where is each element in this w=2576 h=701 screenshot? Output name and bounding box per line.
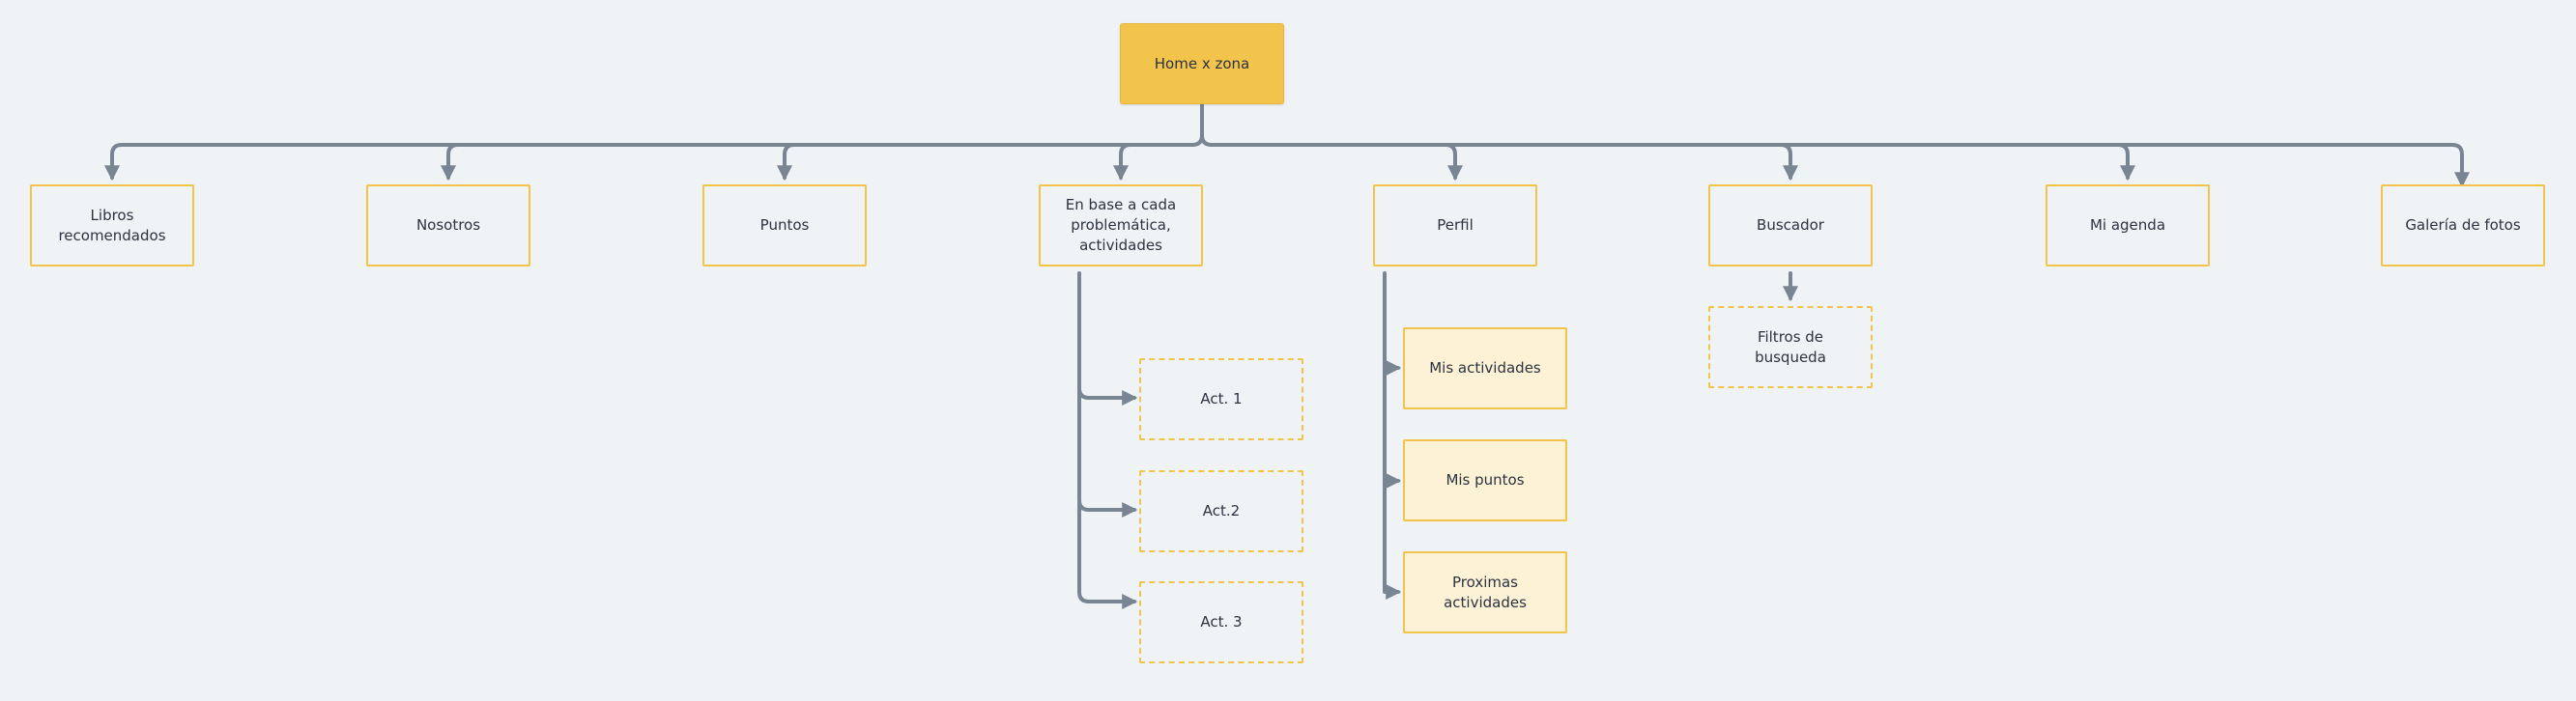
node-act-2[interactable]: Act.2	[1139, 470, 1303, 552]
connector-to-mis-actividades	[1383, 271, 1402, 376]
connector-to-mis-puntos	[1383, 366, 1402, 489]
connector-root-to-puntos	[777, 143, 796, 182]
node-proximas-actividades[interactable]: Proximas actividades	[1403, 551, 1567, 633]
node-perfil[interactable]: Perfil	[1373, 184, 1537, 266]
node-mis-puntos[interactable]: Mis puntos	[1403, 439, 1567, 521]
connector-to-act1	[1077, 271, 1138, 406]
connector-to-act2	[1077, 386, 1138, 518]
node-filtros-de-busqueda[interactable]: Filtros de busqueda	[1708, 306, 1873, 388]
connector-root-to-nosotros	[441, 143, 460, 182]
node-act-3[interactable]: Act. 3	[1139, 581, 1303, 663]
connector-root-to-agenda	[2116, 143, 2135, 182]
node-actividades-por-problematica[interactable]: En base a cada problemática, actividades	[1039, 184, 1203, 266]
node-galeria-de-fotos[interactable]: Galería de fotos	[2381, 184, 2545, 266]
connector-root-to-buscador	[1779, 143, 1798, 182]
connector-root-to-perfil	[1444, 143, 1463, 182]
node-nosotros[interactable]: Nosotros	[366, 184, 530, 266]
node-mis-actividades[interactable]: Mis actividades	[1403, 327, 1567, 409]
connector-root-to-libros	[104, 102, 1204, 182]
node-puntos[interactable]: Puntos	[702, 184, 867, 266]
node-act-1[interactable]: Act. 1	[1139, 358, 1303, 440]
connector-root-to-galeria	[1200, 133, 2470, 188]
connector-to-act3	[1077, 498, 1138, 609]
root-node[interactable]: Home x zona	[1120, 23, 1284, 104]
node-mi-agenda[interactable]: Mi agenda	[2046, 184, 2210, 266]
node-buscador[interactable]: Buscador	[1708, 184, 1873, 266]
connector-to-proximas	[1383, 479, 1402, 600]
node-libros-recomendados[interactable]: Libros recomendados	[30, 184, 194, 266]
connector-root-to-actividades	[1113, 143, 1132, 182]
